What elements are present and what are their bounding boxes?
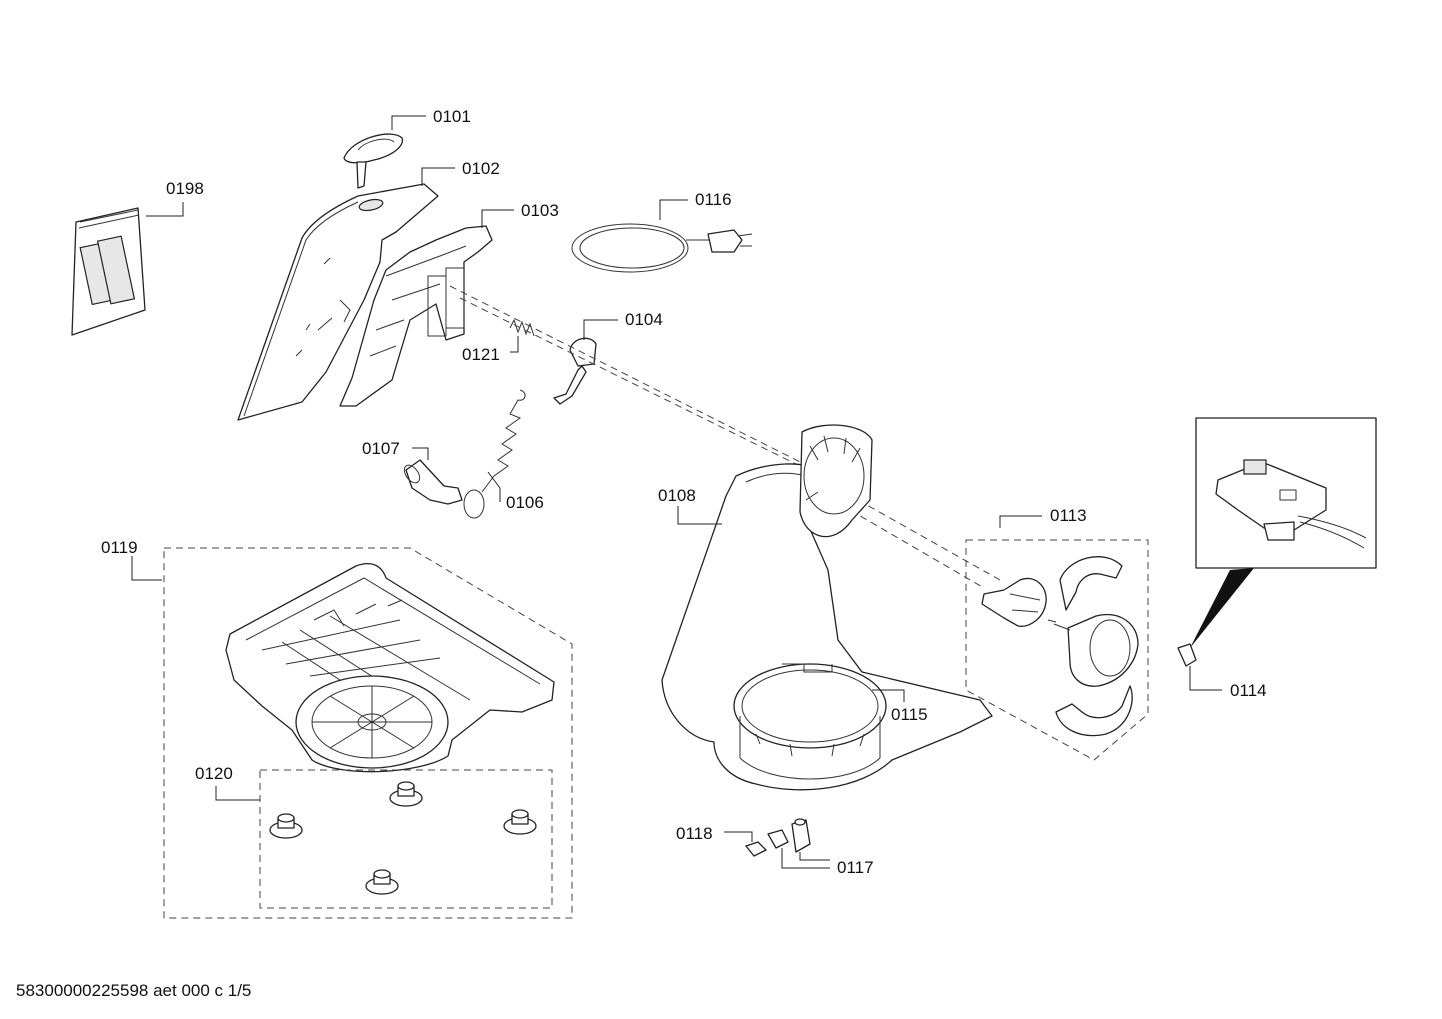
part-0118-clip bbox=[745, 841, 767, 857]
label-0114: 0114 bbox=[1230, 681, 1267, 700]
label-0107: 0107 bbox=[362, 439, 400, 458]
part-0117-switch bbox=[767, 818, 811, 853]
label-0121: 0121 bbox=[462, 345, 500, 364]
callout-0113: 0113 bbox=[999, 506, 1087, 528]
callout-0106: 0106 bbox=[487, 471, 544, 512]
label-0115: 0115 bbox=[891, 705, 928, 724]
callout-0121: 0121 bbox=[462, 336, 519, 364]
part-0106-spring bbox=[463, 389, 526, 519]
document-footer-id: 58300000225598 aet 000 c 1/5 bbox=[16, 981, 251, 1000]
foot-2 bbox=[389, 781, 423, 807]
label-0119: 0119 bbox=[101, 538, 138, 557]
label-0113: 0113 bbox=[1050, 506, 1087, 525]
label-0117: 0117 bbox=[837, 858, 874, 877]
part-0114-detail-inset bbox=[1177, 417, 1377, 667]
part-0103-arm bbox=[339, 225, 493, 407]
callout-0107: 0107 bbox=[362, 439, 429, 460]
callout-0117: 0117 bbox=[781, 848, 874, 877]
callout-0104: 0104 bbox=[583, 310, 663, 340]
part-0113-motor-group bbox=[965, 539, 1149, 761]
part-0119-base-group bbox=[163, 547, 573, 919]
callout-0108: 0108 bbox=[658, 486, 722, 525]
callout-0115: 0115 bbox=[872, 689, 928, 724]
part-0120-feet-group bbox=[259, 769, 553, 909]
label-0101: 0101 bbox=[433, 107, 471, 126]
foot-1 bbox=[269, 813, 303, 839]
part-0198-bag bbox=[71, 207, 146, 336]
part-0108-housing bbox=[661, 424, 993, 791]
callout-0120: 0120 bbox=[195, 764, 260, 801]
callout-0101: 0101 bbox=[391, 107, 471, 130]
label-0106: 0106 bbox=[506, 493, 544, 512]
callout-0102: 0102 bbox=[421, 159, 500, 186]
label-0120: 0120 bbox=[195, 764, 233, 783]
label-0198: 0198 bbox=[166, 179, 204, 198]
part-0101-knob bbox=[343, 133, 404, 189]
label-0102: 0102 bbox=[462, 159, 500, 178]
callout-0116: 0116 bbox=[659, 190, 732, 220]
label-0103: 0103 bbox=[521, 201, 559, 220]
foot-3 bbox=[503, 809, 537, 835]
callout-0114: 0114 bbox=[1189, 666, 1267, 700]
part-0107-pin bbox=[403, 459, 463, 505]
foot-4 bbox=[365, 869, 399, 895]
callout-0103: 0103 bbox=[481, 201, 559, 228]
label-0118: 0118 bbox=[676, 824, 713, 843]
part-0104-hook bbox=[553, 337, 597, 405]
label-0104: 0104 bbox=[625, 310, 663, 329]
label-0108: 0108 bbox=[658, 486, 696, 505]
assembly-axis-lines bbox=[449, 285, 1001, 589]
label-0116: 0116 bbox=[695, 190, 732, 209]
part-0102-cover bbox=[237, 183, 439, 421]
callout-0118: 0118 bbox=[676, 824, 753, 843]
part-0116-cord bbox=[571, 223, 753, 273]
callout-0198: 0198 bbox=[146, 179, 204, 217]
part-0121-spring bbox=[509, 318, 535, 337]
callout-0119: 0119 bbox=[101, 538, 162, 581]
